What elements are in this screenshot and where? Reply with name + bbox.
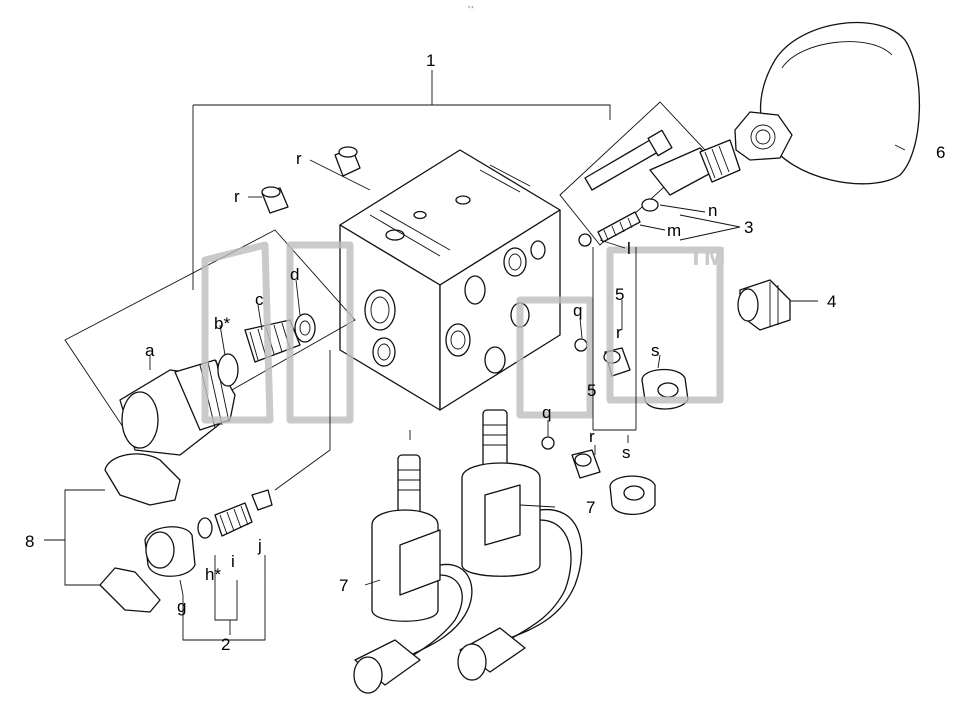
watermark: TM xyxy=(201,241,726,424)
plug-r-top xyxy=(261,146,361,214)
callout-r-1: r xyxy=(296,149,302,168)
callout-d: d xyxy=(290,265,299,284)
solenoid-coil-left xyxy=(353,454,473,694)
callout-s-lower: s xyxy=(622,443,631,462)
header-mark: *.*. xyxy=(468,6,475,12)
callout-h: h* xyxy=(205,565,221,584)
callout-b: b* xyxy=(214,314,230,333)
accumulator xyxy=(734,21,921,185)
cartridge-valve-assembly xyxy=(559,101,741,247)
callout-7-right: 7 xyxy=(586,498,595,517)
callout-7-left: 7 xyxy=(339,576,348,595)
callout-1: 1 xyxy=(426,51,435,70)
leader-lines xyxy=(44,70,906,641)
callout-5-upper: 5 xyxy=(615,285,624,304)
valve-block xyxy=(339,149,561,411)
plugs-right xyxy=(541,338,689,516)
watermark-tm: TM xyxy=(688,241,726,271)
callout-c: c xyxy=(255,290,264,309)
brackets-8 xyxy=(99,453,181,613)
callout-r-3: r xyxy=(616,323,622,342)
callout-q-lower: q xyxy=(542,403,551,422)
solenoid-coil-right xyxy=(457,409,583,681)
callout-8: 8 xyxy=(25,532,34,551)
callout-s-upper: s xyxy=(651,341,660,360)
callout-5-lower: 5 xyxy=(587,381,596,400)
callout-3: 3 xyxy=(744,218,753,237)
callout-m: m xyxy=(667,221,681,240)
callout-r-2: r xyxy=(234,187,240,206)
callout-n: n xyxy=(708,201,717,220)
fitting-4 xyxy=(737,279,791,331)
callout-r-4: r xyxy=(589,427,595,446)
callout-4: 4 xyxy=(827,292,836,311)
callout-q-upper: q xyxy=(573,301,582,320)
callout-2: 2 xyxy=(221,635,230,654)
callout-i: i xyxy=(231,552,235,571)
callout-g: g xyxy=(177,597,186,616)
callout-6: 6 xyxy=(936,143,945,162)
callout-a: a xyxy=(145,341,155,360)
check-valve-lower xyxy=(144,489,273,577)
callout-labels: 1 r r d c b* a 6 n 3 m l 4 5 q r s 5 q r… xyxy=(25,51,945,654)
callout-j: j xyxy=(257,536,262,555)
callout-l: l xyxy=(627,239,631,258)
